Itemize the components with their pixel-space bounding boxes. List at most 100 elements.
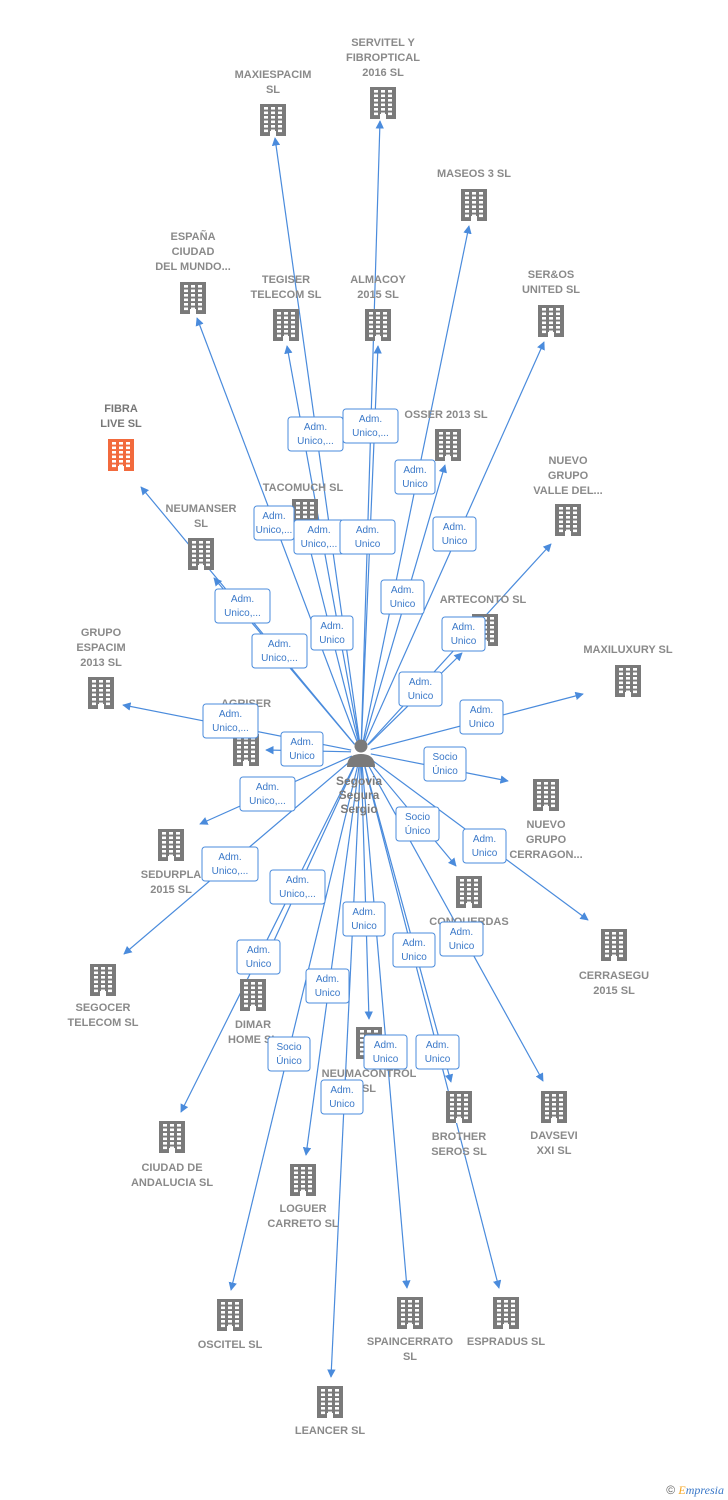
person-icon [347, 739, 375, 767]
company-label-line: ESPACIM [76, 642, 125, 654]
badge-label-line: Unico [449, 941, 475, 952]
building-icon [158, 829, 184, 861]
company-node-almacoy[interactable]: ALMACOY 2015 SL [350, 274, 406, 341]
edge-ciudadandalucia [180, 760, 358, 1113]
badge-label-line: Adm. [320, 621, 343, 632]
role-badge[interactable]: Adm.Unico [342, 901, 386, 937]
building-icon [541, 1091, 567, 1123]
building-icon [435, 429, 461, 461]
role-badge[interactable]: Adm.Unico [310, 615, 354, 651]
company-node-conquerdas[interactable]: CONQUERDASSL [429, 876, 509, 943]
badge-label-line: Adm. [316, 974, 339, 985]
role-badge[interactable]: Adm.Unico,... [239, 776, 296, 812]
role-badge[interactable]: Adm.Unico,... [201, 846, 259, 882]
company-node-oscitel[interactable]: OSCITEL SL [198, 1299, 263, 1351]
role-badge[interactable]: Adm.Unico [392, 932, 436, 968]
company-node-leancer[interactable]: LEANCER SL [295, 1386, 366, 1437]
badge-label-line: Adm. [443, 522, 466, 533]
person-name-line: Segovia [336, 774, 382, 788]
company-label-line: CERRASEGU [579, 970, 649, 982]
company-label-line: ESPRADUS SL [467, 1336, 546, 1348]
building-icon [601, 929, 627, 961]
brand-logo[interactable]: Empresia [678, 1483, 724, 1497]
role-badge[interactable]: Adm. Unico [432, 516, 477, 552]
role-badge[interactable]: Adm.Unico [320, 1079, 364, 1115]
company-label-line: TEGISER [262, 274, 310, 286]
role-badge[interactable]: Adm.Unico [236, 939, 281, 975]
company-label-line: 2015 SL [593, 985, 635, 997]
badge-label-line: Unico [442, 536, 468, 547]
company-node-cerrasegu[interactable]: CERRASEGU 2015 SL [579, 929, 649, 997]
role-badge[interactable]: Adm.Unico [280, 731, 324, 767]
company-label-line: SL [194, 518, 208, 530]
edge-dimar [259, 760, 358, 972]
company-node-nuevocerragon[interactable]: NUEVOGRUPOCERRAGON... [509, 779, 583, 861]
role-badge[interactable]: Adm.Unico,... [287, 416, 344, 452]
role-badge[interactable]: Adm.Unico [398, 671, 443, 707]
badge-label-line: Adm. [247, 945, 270, 956]
role-badge[interactable]: Adm.Unico,... [214, 588, 271, 624]
company-label-line: MASEOS 3 SL [437, 168, 511, 180]
badge-label-line: Unico,... [279, 889, 316, 900]
badge-label-line: Adm. [262, 511, 285, 522]
company-node-osser[interactable]: OSSER 2013 SL [404, 409, 488, 461]
role-badge[interactable]: Adm.Unico,... [293, 519, 345, 555]
company-node-maseos[interactable]: MASEOS 3 SL [437, 168, 511, 221]
building-icon [240, 979, 266, 1011]
role-badge[interactable]: Adm.Unico [394, 459, 436, 495]
role-badge[interactable]: Adm.Unico,... [342, 408, 399, 444]
company-label-line: SEGOCER [75, 1002, 130, 1014]
building-icon [456, 876, 482, 908]
role-badge[interactable]: Adm.Unico [305, 968, 350, 1004]
badge-label-line: Unico [373, 1054, 399, 1065]
building-icon [188, 538, 214, 570]
role-badge[interactable]: Adm.Unico [415, 1034, 460, 1070]
role-badge[interactable]: Adm.Unico [363, 1034, 408, 1070]
badge-label-line: Unico [351, 921, 377, 932]
role-badge[interactable]: Adm.Unico,... [202, 703, 259, 739]
badge-label-line: Unico [355, 539, 381, 550]
role-badge[interactable]: Adm.Unico [459, 699, 504, 735]
role-badge[interactable]: Adm.Unico [441, 616, 486, 652]
company-node-espradus[interactable]: ESPRADUS SL [467, 1297, 546, 1348]
company-label-line: OSSER 2013 SL [404, 409, 487, 421]
building-icon [317, 1386, 343, 1418]
company-label-line: BROTHER [432, 1131, 486, 1143]
badge-label-line: Adm. [290, 737, 313, 748]
role-badge[interactable]: Adm.Unico,... [253, 505, 295, 541]
badge-label-line: Unico,... [249, 796, 286, 807]
role-badge[interactable]: Adm.Unico,... [269, 869, 326, 905]
company-label-line: SPAINCERRATO [367, 1336, 454, 1348]
role-badge[interactable]: Adm.Unico [339, 519, 396, 555]
person-name-line: Segura [339, 788, 380, 802]
role-badge[interactable]: Adm.Unico,... [251, 633, 308, 669]
company-label-line: ALMACOY [350, 274, 406, 286]
role-badge[interactable]: Adm.Unico [439, 921, 484, 957]
company-label-line: 2015 SL [357, 289, 399, 301]
role-badge[interactable]: Adm.Unico [380, 579, 425, 615]
company-node-maxiluxury[interactable]: MAXILUXURY SL [583, 644, 673, 697]
company-label-line: ARTECONTO SL [440, 594, 527, 606]
role-badge[interactable]: Adm.Unico [462, 828, 507, 864]
